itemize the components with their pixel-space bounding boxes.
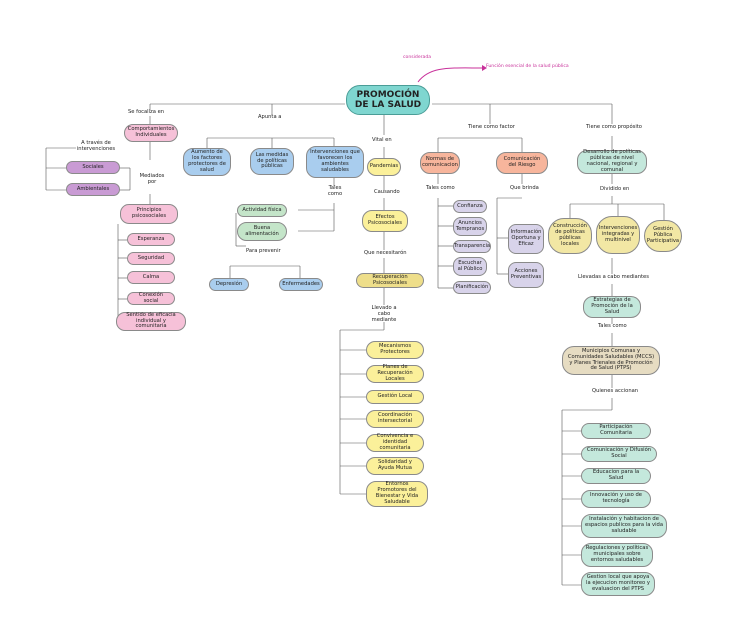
depresion-node: Depresión [209, 278, 249, 291]
branch-label-apunta: Apunta a [258, 114, 282, 121]
planificacion-node: Planificación [453, 281, 491, 294]
calma-node: Calma [127, 271, 175, 284]
branch-label-focaliza: Se focaliza en [128, 109, 165, 116]
convivencia-node: Convivencia e identidad comunitaria [366, 433, 424, 452]
regulaciones-node: Regulaciones y políticas municipales sob… [581, 543, 653, 567]
coordinacion-node: Coordinación intersectorial [366, 410, 424, 428]
escuchar-node: Escuchar al Público [453, 257, 487, 276]
educacion-node: Educacion para la Salud [581, 468, 651, 484]
ambientales-node: Ambientales [66, 183, 120, 196]
tales-como-factor-label: Tales como [426, 185, 455, 191]
causando-label: Causando [374, 189, 400, 195]
instalacion-node: Instalación y habitacion de espacios pub… [581, 514, 667, 538]
innovacion-node: Innovación y uso de tecnología [581, 490, 651, 508]
buena-node: Buena alimentación [237, 222, 287, 241]
efectos-node: Efectos Psicosociales [362, 210, 408, 232]
anuncios-node: Anuncios Tempranos [453, 217, 487, 236]
gestion-local-node: Gestión Local [366, 390, 424, 404]
entornos-node: Entornos Promotores del Bienestar y Vida… [366, 481, 428, 507]
tales-como-proposito-label: Tales como [598, 323, 627, 329]
cloud-construccion-node: Construcción de políticas públicas local… [548, 218, 592, 254]
intervenciones-node: Intervenciones que favorecen los ambient… [306, 146, 364, 178]
comunicacion-riesgo-node: Comunicación del Riesgo [496, 152, 548, 174]
que-brinda-label: Que brinda [510, 185, 539, 191]
esperanza-node: Esperanza [127, 233, 175, 246]
branch-label-factor: Tiene como factor [468, 124, 515, 131]
cloud-intervenciones-node: Intervenciones integradas y multinivel [596, 216, 640, 254]
llevadas-label: Llevadas a cabo mediantes [578, 274, 649, 280]
cloud-gestion-node: Gestión Pública Participativa [644, 220, 682, 252]
comportamientos-node: Comportamientos Individuales [124, 124, 178, 142]
recuperacion-node: Recuperación Psicosociales [356, 273, 424, 288]
main-topic-node: PROMOCIÓN DE LA SALUD [346, 85, 430, 115]
principios-node: Principios psicosociales [120, 204, 178, 224]
llevado-label: Llevado a cabo mediante [371, 305, 397, 323]
gestion-ptps-node: Gestion local que apoya la ejecucion mon… [581, 572, 655, 596]
tales-como-label: Tales como [327, 185, 343, 197]
acciones-node: Acciones Preventivas [508, 262, 544, 288]
informacion-node: Información Oportuna y Eficaz [508, 224, 544, 254]
mediados-label: Mediados por [138, 173, 166, 186]
planes-node: Planes de Recuperación Locales [366, 364, 424, 383]
municipios-node: Municipios Comunas y Comunidades Saludab… [562, 346, 660, 375]
participacion-node: Participación Comunitaria [581, 423, 651, 439]
conexion-node: Conexión social [127, 292, 175, 305]
transparencia-node: Transparencia [453, 240, 491, 253]
medidas-node: Las medidas de políticas públicas [250, 148, 294, 175]
normas-node: Normas de comunicacion [420, 152, 460, 174]
quienes-label: Quienes accionan [592, 388, 639, 394]
necesitaron-label: Que necesitarón [364, 250, 407, 256]
actividad-node: Actividad física [237, 204, 287, 217]
branch-label-vital: Vital en [372, 137, 392, 144]
confianza-node: Confianza [453, 200, 487, 213]
solidaridad-node: Solidaridad y Ayuda Mutua [366, 457, 424, 475]
mecanismos-node: Mecanismos Protectores [366, 341, 424, 359]
sentido-node: Sentido de eficacia individual y comunit… [116, 312, 186, 331]
funcion-label: Función esencial de la salud pública [486, 64, 569, 69]
aumento-node: Aumento de los factores protectores de s… [183, 148, 231, 176]
desarrollo-node: Desarrollo de políticas públicas de nive… [577, 149, 647, 174]
a-traves-label: A través de intervenciones [76, 140, 116, 153]
comunicacion-difusion-node: Comunicación y Difusión Social [581, 446, 657, 462]
para-prevenir-label: Para prevenir [246, 248, 281, 254]
considerada-label: considerada [403, 55, 432, 60]
dividido-label: Dividido en [600, 186, 630, 192]
branch-label-proposito: Tiene como propósito [586, 124, 642, 131]
seguridad-node: Seguridad [127, 252, 175, 265]
enfermedades-node: Enfermedades [279, 278, 323, 291]
pandemias-node: Pandemias [367, 158, 401, 176]
sociales-node: Sociales [66, 161, 120, 174]
estrategias-node: Estrategias de Promoción de la Salud [583, 296, 641, 318]
